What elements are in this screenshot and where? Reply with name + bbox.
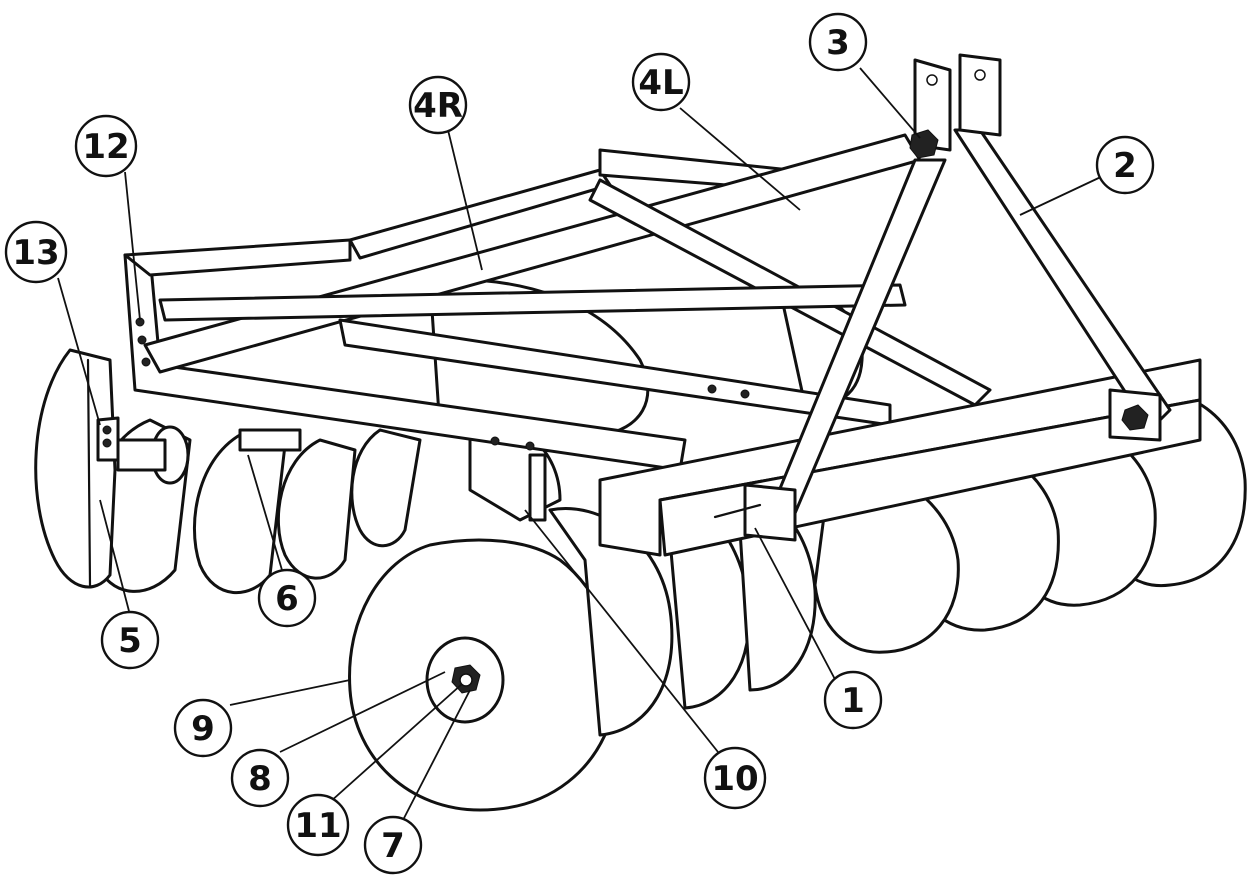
callout-1-label: 1 <box>841 681 865 721</box>
callout-4R: 4R <box>408 75 468 135</box>
callout-3-label: 3 <box>826 23 850 63</box>
main-frame <box>96 53 1202 557</box>
callout-7-label: 7 <box>381 826 405 866</box>
callout-4L: 4L <box>631 52 691 112</box>
end-disc-left <box>34 348 117 589</box>
callout-9-label: 9 <box>191 709 215 749</box>
callout-12-label: 12 <box>82 127 129 167</box>
callout-8: 8 <box>230 748 290 808</box>
callout-2-label: 2 <box>1113 146 1137 186</box>
callout-13-label: 13 <box>12 233 59 273</box>
callout-10-label: 10 <box>711 759 758 799</box>
callout-5-label: 5 <box>118 621 142 661</box>
callout-2: 2 <box>1095 135 1155 195</box>
callout-4R-label: 4R <box>413 86 463 126</box>
callout-6-label: 6 <box>275 579 299 619</box>
callout-12: 12 <box>74 114 138 178</box>
callout-5: 5 <box>100 610 160 670</box>
front-disc <box>348 538 619 812</box>
callout-10: 10 <box>703 746 767 810</box>
callout-3: 3 <box>808 12 868 72</box>
callout-9: 9 <box>173 698 233 758</box>
callout-13: 13 <box>4 220 68 284</box>
callout-8-label: 8 <box>248 759 272 799</box>
callout-6: 6 <box>257 568 317 628</box>
callout-11: 11 <box>286 793 350 857</box>
callout-11-label: 11 <box>294 806 341 846</box>
callout-4L-label: 4L <box>638 63 683 103</box>
leader-lines <box>57 67 1106 823</box>
callout-1: 1 <box>823 670 883 730</box>
callout-7: 7 <box>363 815 423 875</box>
